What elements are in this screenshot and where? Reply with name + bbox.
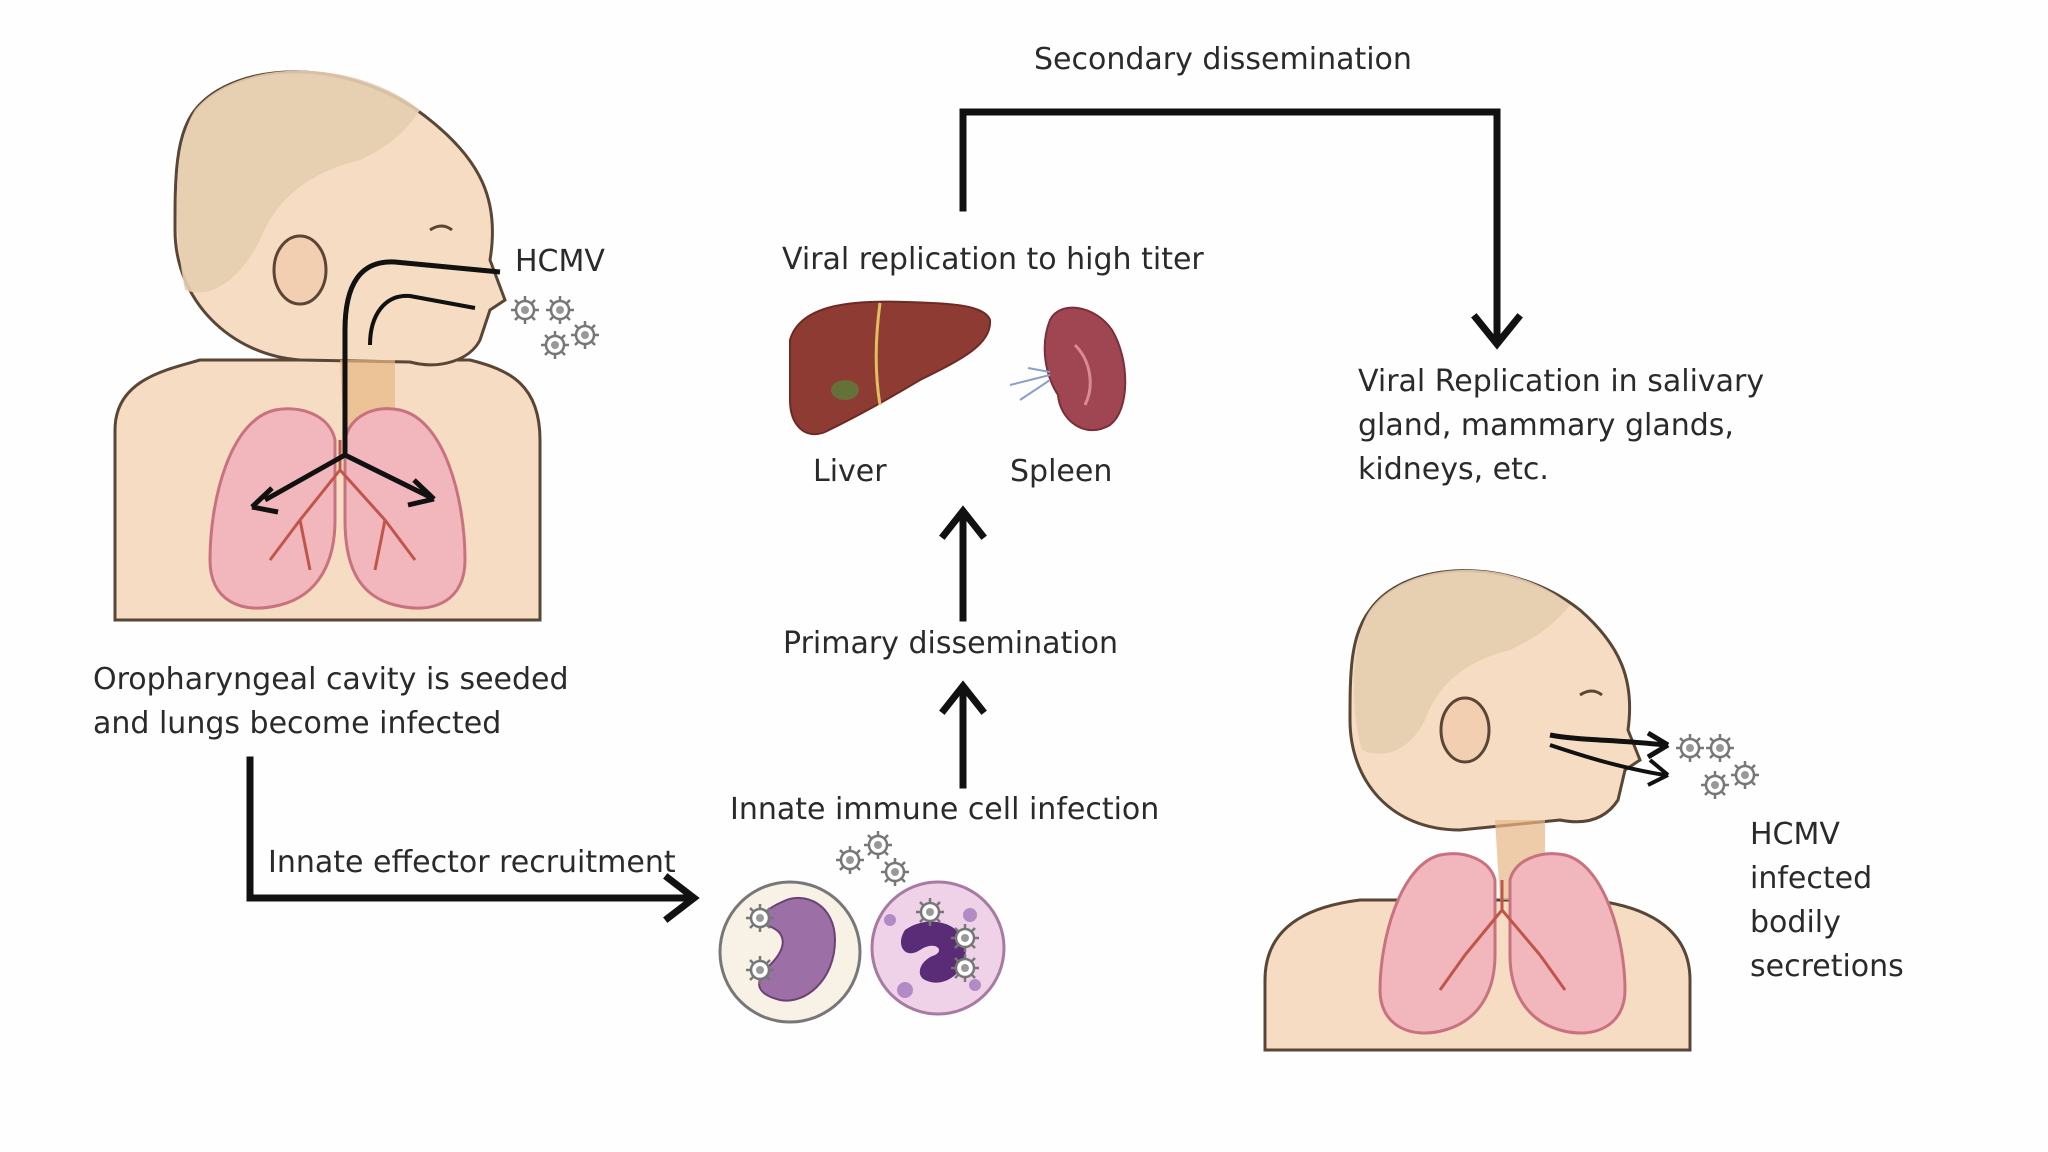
flow-arrows — [246, 108, 1523, 923]
salivary-label-line2: gland, mammary glands, — [1358, 408, 1734, 443]
secretions-label-line1: HCMV — [1750, 817, 1840, 852]
liver-label: Liver — [813, 454, 887, 489]
infant-illustration-right — [1263, 569, 1692, 1052]
secretions-label-line3: bodily — [1750, 905, 1841, 940]
viral-high-titer-label: Viral replication to high titer — [782, 242, 1204, 277]
spleen-illustration — [1009, 306, 1127, 432]
effector-recruitment-label: Innate effector recruitment — [268, 845, 676, 880]
secondary-dissemination-label: Secondary dissemination — [1034, 42, 1412, 77]
liver-illustration — [789, 300, 992, 436]
virus-particles-right — [1674, 732, 1761, 801]
seeded-label-line1: Oropharyngeal cavity is seeded — [93, 662, 569, 697]
virus-particles-top — [509, 294, 601, 361]
secretions-label-line4: secretions — [1750, 949, 1904, 984]
immune-cells — [718, 880, 1006, 1024]
secretions-label-line2: infected — [1750, 861, 1873, 896]
spleen-label: Spleen — [1010, 454, 1113, 489]
hcmv-label-top: HCMV — [515, 244, 605, 279]
primary-dissemination-label: Primary dissemination — [783, 626, 1118, 661]
arrow-secondary-dissemination — [959, 108, 1501, 344]
immune-infection-label: Innate immune cell infection — [730, 792, 1160, 827]
lungs-right — [1378, 852, 1627, 1035]
infant-illustration-left — [113, 70, 542, 622]
salivary-label-line3: kidneys, etc. — [1358, 452, 1549, 487]
virus-particles-cells — [834, 829, 911, 888]
salivary-label-line1: Viral Replication in salivary — [1358, 364, 1765, 399]
seeded-label-line2: and lungs become infected — [93, 706, 502, 741]
arrow-effector-recruitment — [246, 756, 694, 902]
